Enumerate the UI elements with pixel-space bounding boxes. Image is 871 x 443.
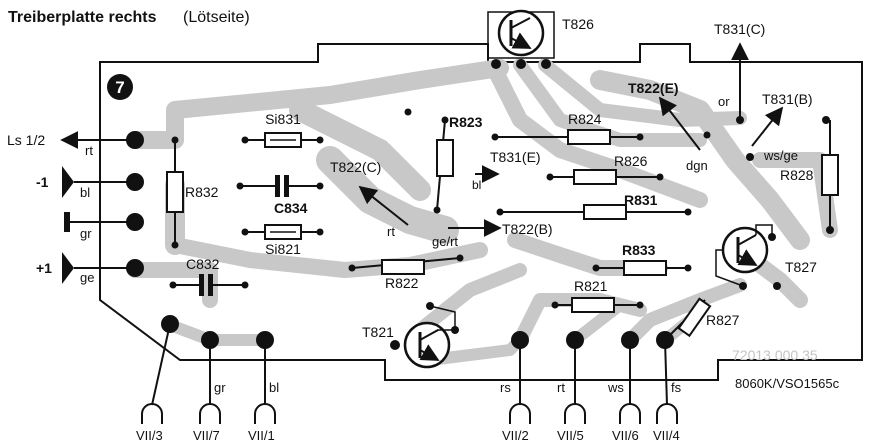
connector-vii4: VII/4 [653,428,680,443]
resistor-r831 [500,204,688,220]
board-outline [99,43,863,381]
label-r827: R827 [706,312,740,328]
label-r832: R832 [185,184,219,200]
board-number: 7 [115,78,124,97]
wire-rt-2: rt [387,224,395,239]
label-t821: T821 [362,324,394,340]
label-si831: Si831 [265,111,301,127]
connector-vii1: VII/1 [248,428,275,443]
callout-t822e: T822(E) [628,80,679,96]
terminal-minus1 [62,166,74,198]
wire-dgn: dgn [686,158,708,173]
label-c834: C834 [274,200,308,216]
callout-t831b: T831(B) [762,91,813,107]
resistor-r822 [351,257,461,275]
connector-vii7: VII/7 [193,428,220,443]
label-r828: R828 [780,167,814,183]
wire-fs: fs [671,380,682,395]
resistor-r833 [596,260,688,276]
label-r826: R826 [614,153,648,169]
label-t827: T827 [785,259,817,275]
fuse-si831 [245,132,320,148]
label-r821: R821 [574,278,608,294]
resistor-r824 [495,129,640,145]
wire-ws: ws [607,380,624,395]
connector-vii3: VII/3 [136,428,163,443]
arrow-t822e [658,96,701,151]
callout-ls12: Ls 1/2 [7,132,45,148]
fuse-si821 [245,224,320,240]
label-r823: R823 [449,114,483,130]
resistor-r828 [821,120,839,230]
transistor-t826 [487,9,555,69]
stamp-number: 72013 000 35 [732,347,818,363]
label-r822: R822 [385,275,419,291]
wire-bl-2: bl [472,178,481,192]
wire-ge-1: ge [80,270,94,285]
connector-loops [141,403,678,424]
connector-vii2: VII/2 [502,428,529,443]
connector-vii5: VII/5 [557,428,584,443]
callout-t831e: T831(E) [490,149,541,165]
arrow-t822c [358,185,409,226]
capacitor-c834 [240,175,320,197]
wire-rt-bottom: rt [557,380,565,395]
transistor-t821 [390,302,459,369]
wire-gert: ge/rt [432,234,458,249]
terminal-gr [64,212,70,232]
resistor-r821 [555,297,640,313]
transistor-t827 [715,224,773,287]
callout-plus1: +1 [36,260,52,276]
label-r831: R831 [624,192,658,208]
label-si821: Si821 [265,241,301,257]
wire-gr-1: gr [80,226,92,241]
callout-t831c: T831(C) [714,21,765,37]
label-c832: C832 [186,256,220,272]
callout-t822b: T822(B) [502,221,553,237]
terminal-plus1 [62,252,74,284]
wire-or: or [718,94,730,109]
resistor-r826 [550,169,660,185]
label-r824: R824 [568,111,602,127]
wire-wsge: ws/ge [763,148,798,163]
wire-gr-bottom: gr [214,380,226,395]
label-t826: T826 [562,16,594,32]
title-main: Treiberplatte rechts [8,9,157,26]
connector-vii6: VII/6 [612,428,639,443]
resistor-r823 [436,119,454,211]
wire-bl-1: bl [80,185,90,200]
label-r833: R833 [622,242,656,258]
bottom-wires [151,323,668,406]
board-number-badge [107,74,133,100]
resistor-r827 [664,297,712,341]
callout-minus1: -1 [36,174,49,190]
resistor-r832 [166,140,184,245]
capacitor-c832 [173,274,245,296]
arrow-t831b [751,106,784,147]
wire-rt-1: rt [85,143,93,158]
wire-rs: rs [500,380,511,395]
wire-bl-bottom: bl [269,380,279,395]
drawing-code: 8060K/VSO1565c [735,376,840,391]
title-sub: (Lötseite) [183,9,250,26]
callout-t822c: T822(C) [330,159,381,175]
